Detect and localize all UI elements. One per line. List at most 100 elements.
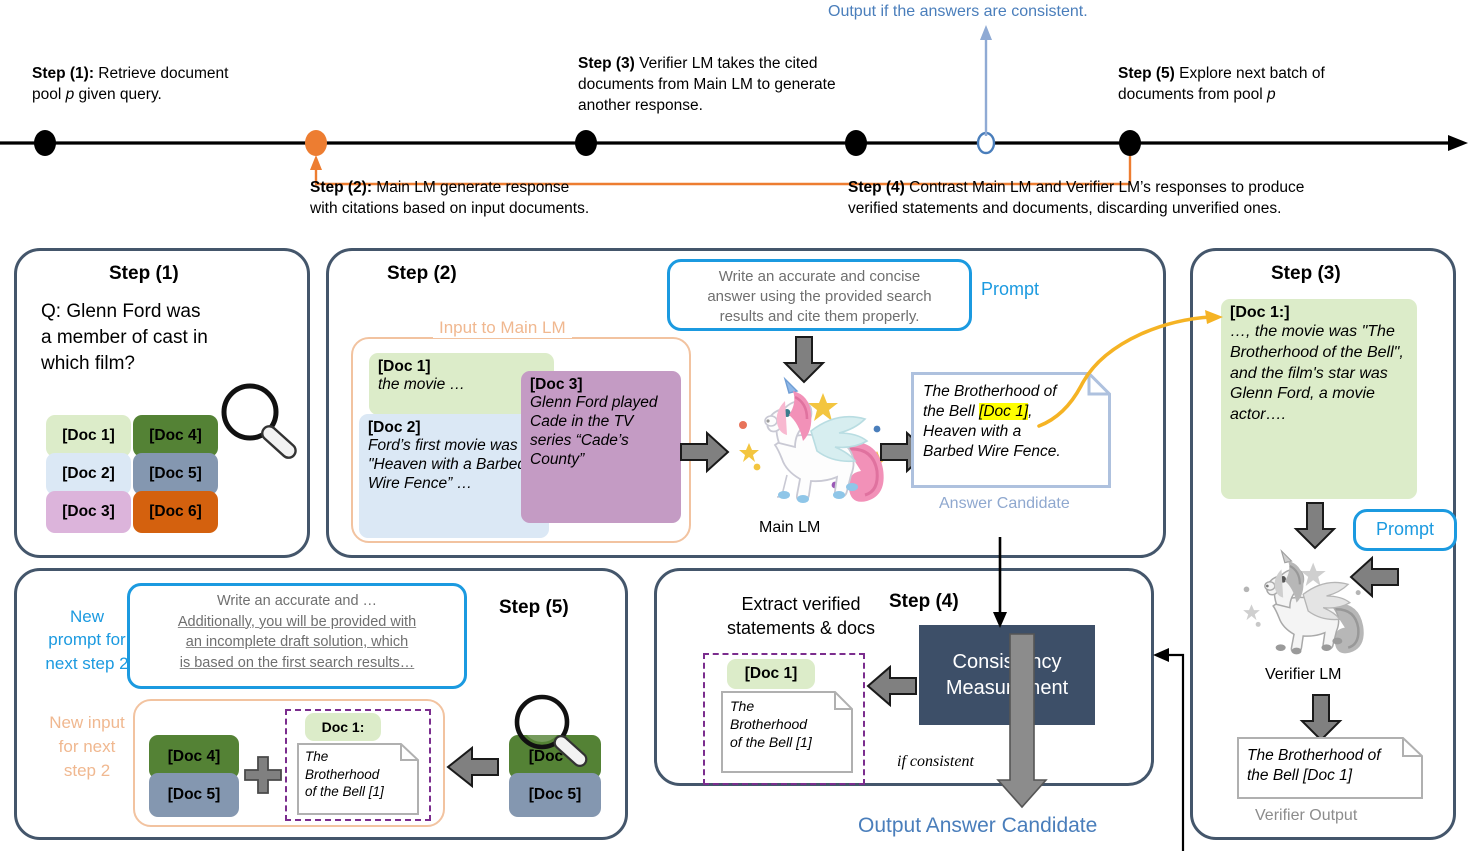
step2-doc-2[interactable]: [Doc 2] Ford’s first movie was "Heaven w… — [359, 414, 549, 538]
step2-doc-1-body: the movie … — [378, 376, 466, 393]
timeline-step2-bold: Step (2): — [310, 179, 372, 196]
panel-step2: Step (2) Input to Main LM [Doc 1] the mo… — [326, 248, 1166, 558]
step5-note-text: The Brotherhood of the Bell [1] — [305, 748, 384, 801]
step2-answer-l4: Barbed Wire Fence. — [923, 443, 1061, 461]
timeline-step5-text2: documents from pool p — [1118, 85, 1276, 103]
step3-doc-1[interactable]: [Doc 1:] …, the movie was "The Brotherho… — [1221, 299, 1417, 499]
step3-prompt-box[interactable]: Prompt — [1353, 509, 1457, 551]
step1-doc-6[interactable]: [Doc 6] — [133, 491, 218, 533]
step5-doc-5[interactable]: [Doc 5] — [149, 773, 239, 817]
step5-note-title: Doc 1: — [321, 719, 365, 735]
step2-doc-3[interactable]: [Doc 3] Glenn Ford played Cade in the TV… — [521, 371, 681, 523]
step2-prompt-l2: answer using the provided search — [707, 287, 932, 305]
timeline-step1-bold: Step (1): — [32, 65, 94, 82]
step5-doc-4[interactable]: [Doc 4] — [149, 735, 239, 779]
step5-note-l3: of the Bell [1] — [305, 784, 384, 800]
step2-answer-l1: The Brotherhood of — [923, 383, 1057, 400]
step1-doc-3[interactable]: [Doc 3] — [46, 491, 131, 533]
step2-doc-3-title: [Doc 3] — [530, 376, 583, 393]
step3-verifier-output-text: The Brotherhood of the Bell [Doc 1] — [1247, 746, 1381, 786]
step5-note-shape — [297, 743, 419, 815]
step4-doc-1[interactable]: [Doc 1] — [727, 659, 815, 689]
timeline-output-note-text: Output if the answers are consistent. — [828, 3, 1088, 20]
step5-note-l1: The — [305, 749, 329, 764]
magnifier-icon-step5 — [514, 694, 588, 767]
step1-doc-5[interactable]: [Doc 5] — [133, 453, 218, 495]
step4-connector-graphics — [993, 537, 1185, 851]
step1-doc-6-label: [Doc 6] — [149, 503, 202, 520]
step2-model-label: Main LM — [759, 519, 821, 536]
step2-doc-3-body: Glenn Ford played Cade in the TV series … — [530, 394, 658, 468]
step5-new-prompt-label: New prompt for next step 2 — [35, 605, 139, 675]
step2-answer-candidate-box: The Brotherhood of the Bell [Doc 1], Hea… — [911, 372, 1111, 488]
step1-title: Step (1) — [109, 263, 179, 284]
arrow-prompt-to-verifier — [1349, 555, 1399, 599]
step3-output-caption: Verifier Output — [1255, 807, 1358, 824]
step4-if-consistent-label: if consistent — [897, 753, 974, 770]
timeline-step4-label: Step (4) Contrast Main LM and Verifier L… — [848, 178, 1468, 220]
citation-link-arrow — [1037, 310, 1223, 428]
timeline-step4-bold: Step (4) — [848, 179, 905, 196]
panel-step1: Step (1) Q: Glenn Ford was a member of c… — [14, 248, 310, 558]
step2-answer-citation: [Doc 1] — [979, 403, 1029, 421]
step4-note-l1: The — [730, 698, 755, 714]
step5-prompt-l1: Write an accurate and … — [216, 593, 378, 609]
timeline-step1-text2: pool p given query. — [32, 85, 162, 103]
step3-doc-1-title: [Doc 1:] — [1230, 304, 1290, 321]
step5-input-group — [133, 699, 445, 827]
step2-answer-l3: Heaven with a — [923, 423, 1022, 441]
timeline-step2-label: Step (2): Main LM generate response with… — [310, 178, 750, 220]
timeline-step1-text: Retrieve document — [94, 65, 229, 82]
step2-answer-text: The Brotherhood of the Bell [Doc 1], Hea… — [923, 382, 1103, 463]
step3-title: Step (3) — [1271, 263, 1341, 284]
step1-question-l2: a member of cast in — [41, 327, 208, 349]
step2-input-group — [351, 337, 691, 543]
step5-note-l2: Brotherhood — [305, 766, 380, 782]
step5-src-doc-5[interactable]: [Doc 5] — [509, 773, 601, 817]
step5-prompt-box[interactable]: Write an accurate and … Additionally, yo… — [127, 583, 467, 689]
step5-new-input-l3: step 2 — [63, 761, 111, 781]
step2-answer-l2b: , — [1028, 403, 1033, 421]
timeline-step5-bold: Step (5) — [1118, 65, 1175, 82]
step4-verified-container — [703, 653, 865, 785]
step4-consistency-box: Consistency Measurement — [919, 625, 1095, 725]
step1-question-l1: Q: Glenn Ford was — [41, 301, 201, 322]
step5-new-prompt-l2: prompt for — [48, 630, 126, 650]
step4-extract-caption: Extract verified statements & docs — [701, 593, 901, 641]
step5-prompt-l3: an incomplete draft solution, which — [185, 634, 409, 651]
timeline-step4-text2: verified statements and documents, disca… — [848, 199, 1282, 217]
step5-new-prompt-l1: New — [69, 607, 104, 626]
step1-question: Q: Glenn Ford was a member of cast in wh… — [41, 299, 301, 378]
arrow-verifier-to-output — [1299, 694, 1343, 742]
step4-note-text: The Brotherhood of the Bell [1] — [730, 698, 812, 752]
step1-doc-2[interactable]: [Doc 2] — [46, 453, 131, 495]
timeline-step3-text: Verifier LM takes the cited — [634, 55, 818, 72]
step1-question-l3: which film? — [41, 353, 135, 375]
step4-box-l2: Measurement — [945, 677, 1069, 699]
timeline-output-note: Output if the answers are consistent. — [828, 2, 1088, 23]
step3-verifier-output-box: The Brotherhood of the Bell [Doc 1] — [1237, 737, 1423, 799]
timeline-step4-text: Contrast Main LM and Verifier LM’s respo… — [904, 179, 1305, 196]
step1-doc-5-label: [Doc 5] — [149, 465, 202, 482]
step4-output-label: Output Answer Candidate — [858, 814, 1098, 837]
step4-note-l3: of the Bell [1] — [730, 733, 812, 750]
step5-new-input-l2: for next — [58, 737, 116, 757]
timeline-step3-bold: Step (3) — [578, 55, 635, 72]
timeline-step3-label: Step (3) Verifier LM takes the cited doc… — [578, 54, 958, 117]
step1-doc-4-label: [Doc 4] — [149, 427, 202, 444]
timeline-step2-text: Main LM generate response — [372, 179, 570, 196]
step2-prompt-box[interactable]: Write an accurate and concise answer usi… — [667, 259, 972, 331]
step1-doc-3-label: [Doc 3] — [62, 503, 115, 520]
step3-output-l2: the Bell [Doc 1] — [1247, 767, 1353, 785]
step4-doc-1-label: [Doc 1] — [744, 665, 798, 682]
arrow-down-to-main-lm — [782, 336, 826, 384]
step1-doc-1[interactable]: [Doc 1] — [46, 415, 131, 457]
step4-verified-note: The Brotherhood of the Bell [1] — [721, 691, 853, 773]
step3-doc-1-body: …, the movie was "The Brotherhood of the… — [1230, 323, 1404, 424]
step5-note-title-chip[interactable]: Doc 1: — [305, 713, 381, 741]
timeline-step2-text2: with citations based on input documents. — [310, 199, 590, 217]
step3-output-l1: The Brotherhood of — [1247, 747, 1381, 764]
step4-title: Step (4) — [889, 591, 959, 612]
step1-doc-4[interactable]: [Doc 4] — [133, 415, 218, 457]
step5-prompt-l4: is based on the first search results… — [179, 654, 415, 671]
